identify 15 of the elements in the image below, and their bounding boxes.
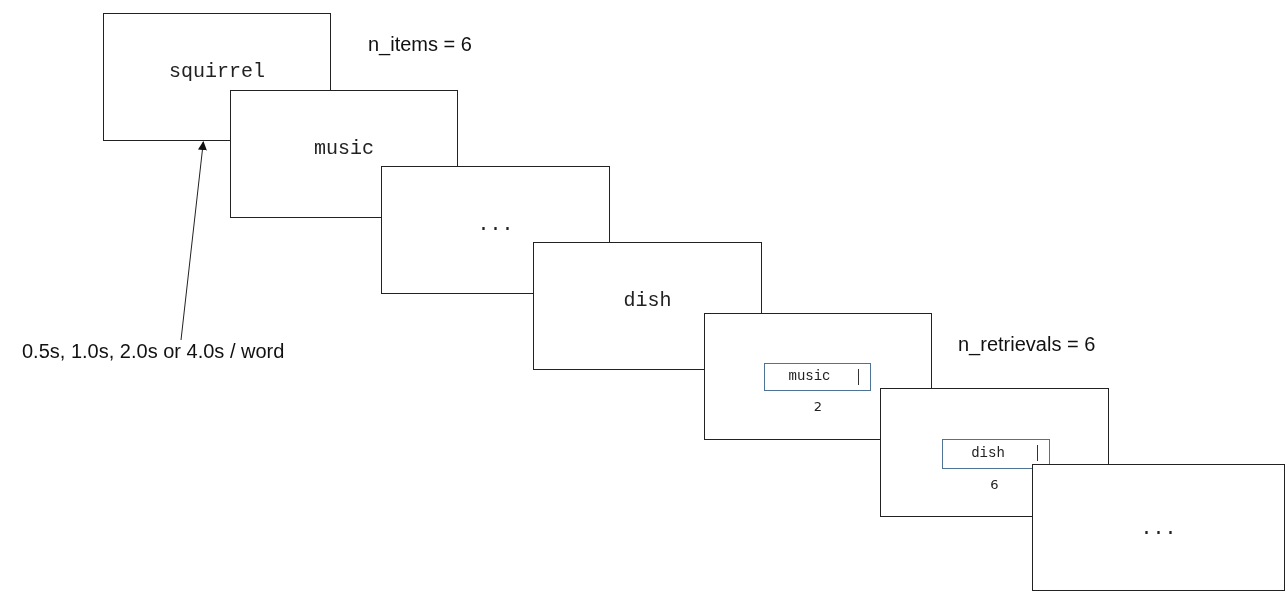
word-text: music xyxy=(313,137,375,160)
word-text: ... xyxy=(476,213,515,236)
position-number: 2 xyxy=(812,399,824,414)
recall-screen xyxy=(704,313,932,440)
timing-text: 0.5s, 1.0s, 2.0s or 4.0s / word xyxy=(22,340,285,363)
word-text: ... xyxy=(1139,517,1178,540)
word-text: squirrel xyxy=(168,60,266,83)
position-number: 6 xyxy=(989,477,1000,492)
input-field: music xyxy=(764,363,871,391)
input-field: dish xyxy=(942,439,1050,469)
parameter-text: n_retrievals = 6 xyxy=(958,333,1096,356)
arrow xyxy=(180,141,207,341)
word-text: dish xyxy=(622,289,673,312)
word-screen xyxy=(1032,464,1285,591)
parameter-text: n_items = 6 xyxy=(368,33,472,56)
